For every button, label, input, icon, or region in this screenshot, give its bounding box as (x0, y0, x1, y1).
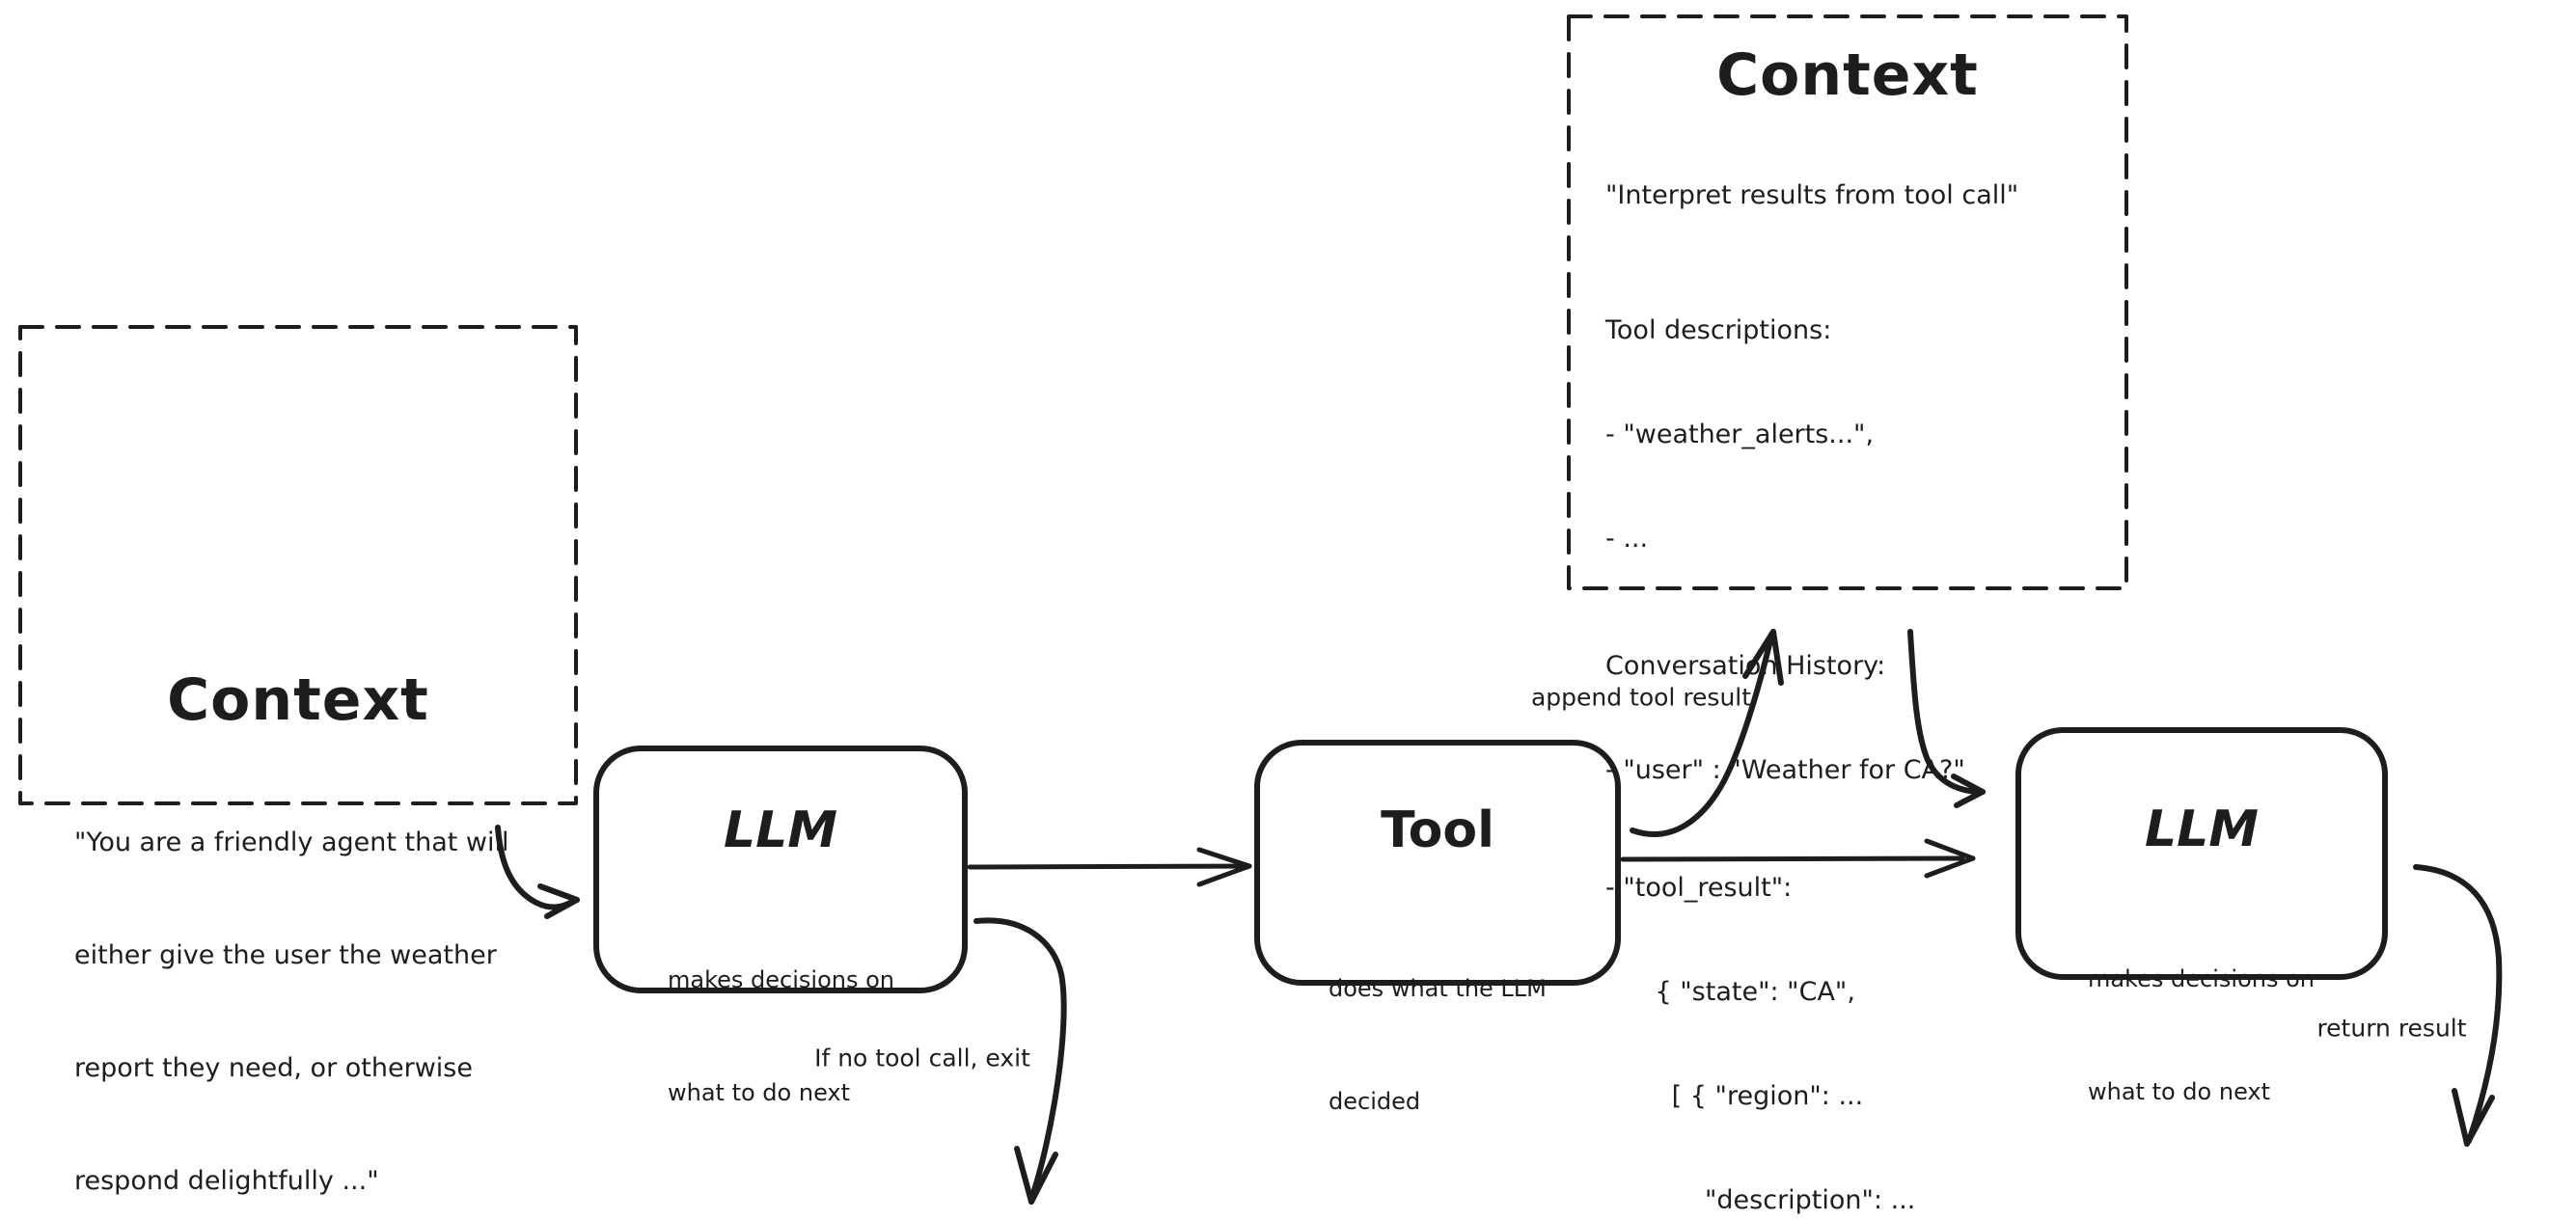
llm-node-2-title: LLM (2144, 800, 2259, 858)
arrow-llm2-return (2413, 864, 2503, 1147)
tool-result-line: { "state": "CA", (1605, 977, 1855, 1007)
context-right-body: "Interpret results from tool call" Tool … (1605, 109, 2117, 1221)
context-right-border (1567, 14, 2128, 590)
llm-node-1: LLM makes decisions on what to do next (596, 748, 965, 1106)
edge-label-append-tool-result: append tool result (1530, 683, 1752, 712)
context-left-border (18, 325, 578, 805)
llm-node-1-border (593, 746, 968, 993)
llm-node-2-border (2015, 727, 2388, 980)
tool-node-title: Tool (1381, 801, 1494, 859)
edge-label-return-result: return result (2316, 1014, 2467, 1043)
llm-node-1-description: makes decisions on what to do next (668, 966, 894, 1106)
conversation-history-item: - "user" : "Weather for CA?" (1605, 755, 1965, 785)
arrow-context-left-to-llm1 (495, 825, 580, 919)
arrow-llm1-exit (973, 917, 1067, 1205)
system-prompt-line: report they need, or otherwise (74, 1053, 473, 1083)
system-prompt-line: "You are a friendly agent that will (74, 828, 509, 857)
system-prompt-line: respond delightfully ..." (74, 1166, 379, 1196)
context-right-title: Context (1716, 41, 1979, 109)
context-box-left: Context "You are a friendly agent that w… (20, 327, 576, 1196)
arrow-context-right-to-llm2 (1907, 629, 1986, 808)
context-left-title: Context (167, 666, 429, 734)
tool-node: Tool does what the LLM decided (1257, 743, 1618, 1115)
tool-node-border (1254, 740, 1621, 986)
tool-result-line: [ { "region": ... (1605, 1081, 1864, 1111)
context-box-right: Context "Interpret results from tool cal… (1569, 16, 2126, 1215)
tool-result-line: - "tool_result": (1605, 873, 1793, 903)
conversation-history-header: Conversation History: (1605, 651, 1886, 681)
edge-label-no-tool-call-exit: If no tool call, exit (814, 1044, 1030, 1072)
llm-node-2: LLM makes decisions on what to do next (2018, 730, 2385, 1105)
arrow-llm1-to-tool (967, 847, 1252, 887)
tool-descriptions-header: Tool descriptions: (1605, 315, 1832, 345)
tool-node-description: does what the LLM decided (1329, 975, 1547, 1115)
system-prompt-line: either give the user the weather (74, 940, 497, 970)
tool-result-line: "description": ... (1605, 1185, 1916, 1215)
arrow-tool-to-llm2 (1620, 838, 1976, 879)
tool-descriptions-item: - ... (1605, 524, 1649, 554)
context-left-body: "You are a friendly agent that will eith… (74, 748, 562, 1221)
llm-node-1-title: LLM (723, 801, 837, 859)
instruction-line: "Interpret results from tool call" (1605, 180, 2019, 210)
arrow-tool-to-context-right (1630, 629, 1784, 837)
llm-node-2-description: makes decisions on what to do next (2088, 965, 2315, 1105)
tool-descriptions-item: - "weather_alerts...", (1605, 420, 1875, 449)
